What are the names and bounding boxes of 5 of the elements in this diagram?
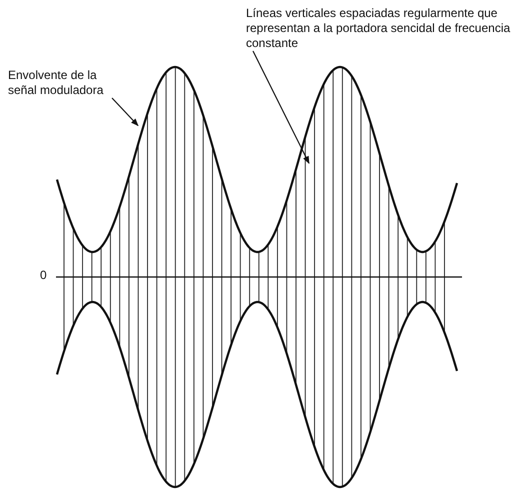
leader-arrow	[252, 50, 310, 164]
annotation-text: Líneas verticales espaciadas regularmente que representan a la portadora sencidal de frecuencia constante	[246, 6, 512, 51]
axis-zero-label: 0	[40, 268, 47, 283]
annotation-text: Envolvente de la señal moduladora	[8, 68, 104, 98]
leader-arrow	[112, 98, 139, 126]
